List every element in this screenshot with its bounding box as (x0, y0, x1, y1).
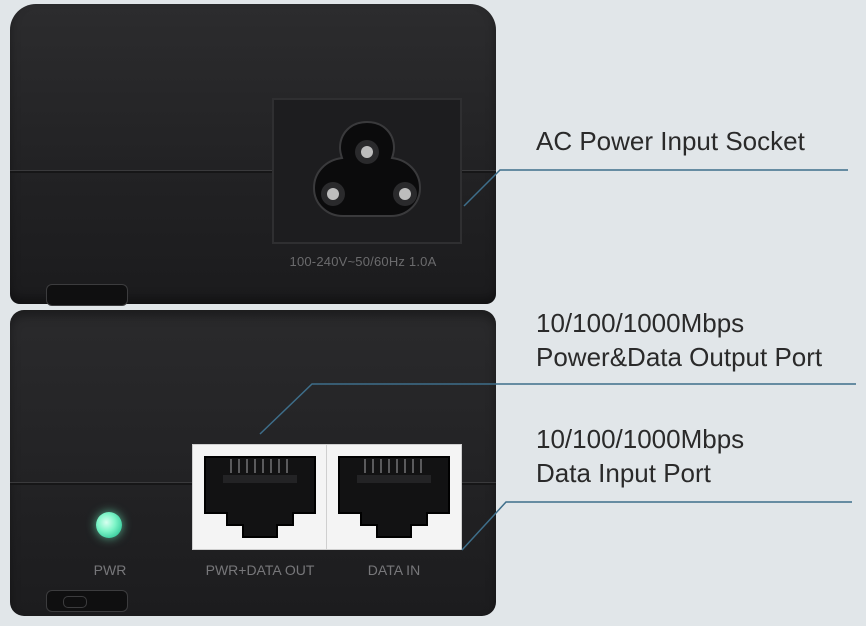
data-in-port (326, 444, 462, 550)
pwr-label: PWR (93, 562, 127, 578)
ac-socket-leader-line (463, 169, 848, 207)
ac-socket-callout-text: AC Power Input Socket (536, 126, 805, 156)
clip-notch (63, 596, 87, 608)
pwr-data-out-label: PWR+DATA OUT (205, 562, 315, 578)
output-port-callout: 10/100/1000Mbps Power&Data Output Port (536, 306, 822, 374)
input-port-callout-name: Data Input Port (536, 458, 711, 488)
pwr-data-out-port (192, 444, 328, 550)
power-led-indicator (96, 512, 122, 538)
input-port-leader-line (461, 501, 852, 551)
c5-socket-icon (312, 120, 422, 217)
data-in-label: DATA IN (367, 562, 421, 578)
input-port-callout: 10/100/1000Mbps Data Input Port (536, 422, 744, 490)
rj45-port-icon (338, 456, 450, 538)
output-port-callout-name: Power&Data Output Port (536, 342, 823, 372)
input-port-callout-speed: 10/100/1000Mbps (536, 424, 745, 454)
ac-power-input-socket (272, 98, 462, 244)
top-mounting-clip (46, 284, 128, 306)
bottom-mounting-clip (46, 590, 128, 612)
rj45-port-icon (204, 456, 316, 538)
ac-socket-callout: AC Power Input Socket (536, 124, 805, 158)
ac-rating-label: 100-240V~50/60Hz 1.0A (289, 254, 437, 269)
ac-input-housing: 100-240V~50/60Hz 1.0A (10, 4, 496, 304)
output-port-callout-speed: 10/100/1000Mbps (536, 308, 745, 338)
housing-seam (10, 170, 496, 173)
